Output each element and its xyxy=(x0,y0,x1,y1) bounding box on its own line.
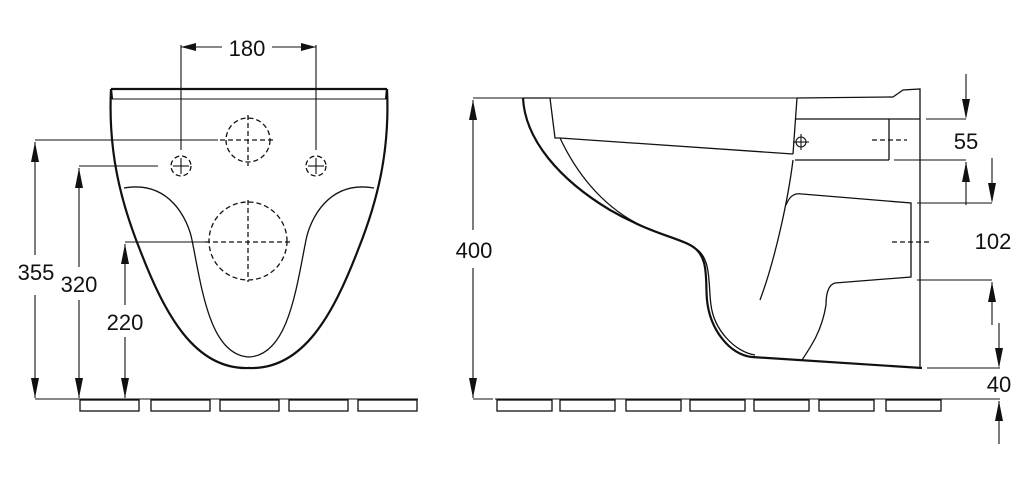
dim-label-40: 40 xyxy=(987,372,1011,397)
dimension-320: 320 xyxy=(61,165,158,398)
right-bolt-hole-icon xyxy=(305,155,327,177)
dimension-180: 180 xyxy=(180,36,317,150)
dimension-102: 102 xyxy=(917,158,1011,325)
dim-label-220: 220 xyxy=(107,310,144,335)
supply-hole-icon xyxy=(220,115,274,166)
front-view: 180 355 320 220 xyxy=(18,36,418,412)
dim-label-320: 320 xyxy=(61,272,98,297)
front-floor-tiles xyxy=(79,399,418,412)
side-bowl-outline xyxy=(521,97,923,370)
side-floor-tiles xyxy=(496,399,942,412)
dimension-220: 220 xyxy=(107,241,205,398)
dimension-55: 55 xyxy=(894,74,978,205)
outlet-hole-icon xyxy=(205,200,291,282)
dim-label-400: 400 xyxy=(456,238,493,263)
side-view: 400 55 102 xyxy=(456,74,1011,444)
left-bolt-hole-icon xyxy=(170,155,192,177)
dim-label-55: 55 xyxy=(954,129,978,154)
dimension-40: 40 xyxy=(927,323,1011,444)
dimension-400: 400 xyxy=(456,100,493,400)
front-rim xyxy=(109,87,389,100)
dim-label-102: 102 xyxy=(975,229,1012,254)
inlet-marker-icon xyxy=(793,134,809,150)
front-bowl-inner xyxy=(123,186,375,358)
dim-label-355: 355 xyxy=(18,260,55,285)
dimension-355: 355 xyxy=(18,139,218,398)
front-bowl-outline xyxy=(109,88,389,370)
dim-label-180: 180 xyxy=(229,36,266,61)
